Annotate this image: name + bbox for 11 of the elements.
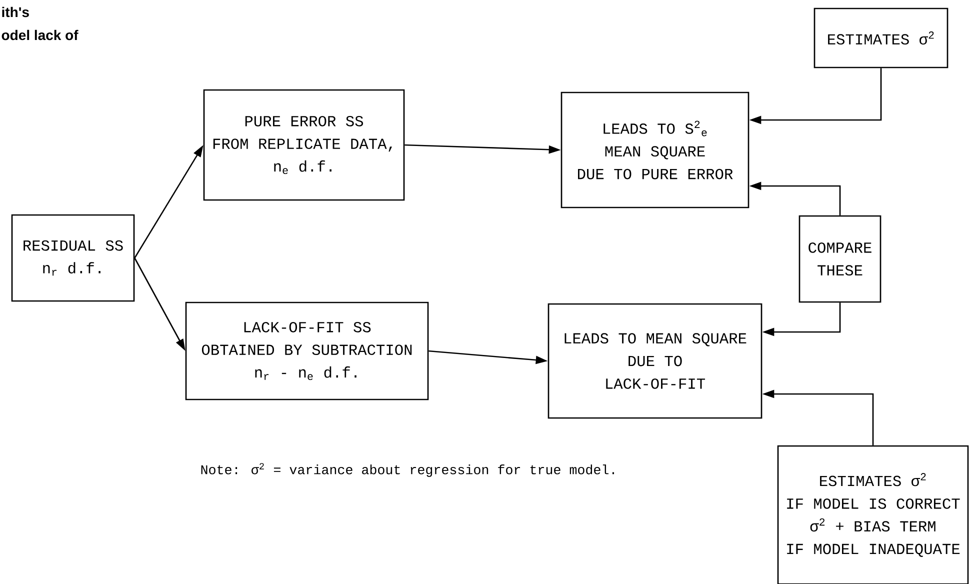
process-box: LEADS TO S$^{2}$e MEAN SQUARE DUE TO PURE ERROR: [560, 92, 750, 208]
process-box: LEADS TO MEAN SQUARE DUE TO LACK-OF-FIT: [548, 303, 762, 419]
process-box: LACK-OF-FIT SS OBTAINED BY SUBTRACTION n$_{r}$ - n$_{e}$ d.f.: [185, 302, 429, 400]
process-box: RESIDUAL SS n$_{r}$ d.f.: [11, 214, 135, 302]
note: Note: σ$^{2}$ = variance about regression for true model.: [201, 463, 614, 477]
process-box: ESTIMATES σ$^{2}$: [814, 8, 948, 68]
process-box: PURE ERROR SS FROM REPLICATE DATA, n$_{e}$ d.f.: [203, 89, 405, 201]
caption-fragment: odel lack of: [2, 30, 78, 40]
process-box: ESTIMATES σ$^{2}$ IF MODEL IS CORRECT σ$^{2}$ + BIAS TERM IF MODEL INADEQUATE: [777, 445, 969, 584]
caption-fragment: ith's: [2, 6, 29, 18]
process-box: COMPARE THESE: [798, 215, 882, 303]
